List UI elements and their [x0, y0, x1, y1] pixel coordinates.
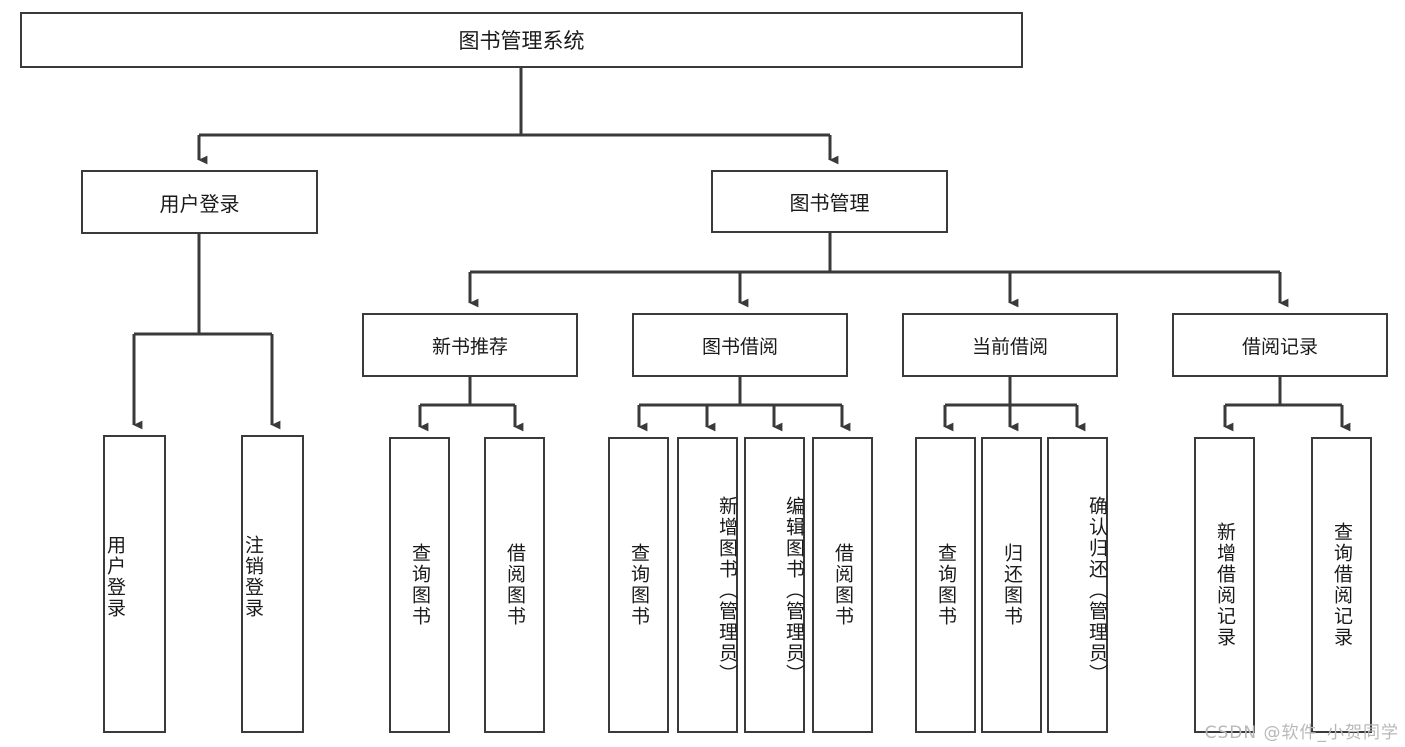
leaf-current-confirm-return-admin[interactable]: 确认归还（管理员）: [1047, 437, 1108, 733]
leaf-borrow-edit-book-admin[interactable]: 编辑图书（管理员）: [744, 437, 805, 733]
leaf-recommend-query-book[interactable]: 查询图书: [389, 437, 450, 733]
leaf-user-logout[interactable]: 注销登录: [241, 435, 304, 733]
leaf-label: 查询图书: [935, 543, 957, 627]
node-root-system[interactable]: 图书管理系统: [20, 12, 1023, 68]
leaf-current-query-book[interactable]: 查询图书: [915, 437, 976, 733]
leaf-label: 查询图书: [409, 543, 431, 627]
csdn-watermark: CSDN @软件_小贺同学: [1204, 723, 1399, 743]
node-label: 借阅记录: [1241, 335, 1318, 358]
leaf-current-return-book[interactable]: 归还图书: [981, 437, 1042, 733]
leaf-label: 归还图书: [1001, 543, 1023, 627]
leaf-record-query-borrow-record[interactable]: 查询借阅记录: [1311, 437, 1372, 733]
leaf-label: 确认归还（管理员）: [1086, 495, 1108, 685]
node-label: 当前借阅: [971, 335, 1048, 358]
leaf-recommend-borrow-book[interactable]: 借阅图书: [484, 437, 545, 733]
leaf-label: 查询图书: [628, 543, 650, 627]
node-label: 新书推荐: [431, 335, 508, 358]
leaf-label: 查询借阅记录: [1331, 522, 1353, 648]
leaf-label: 新增借阅记录: [1214, 522, 1236, 648]
leaf-record-add-borrow-record[interactable]: 新增借阅记录: [1194, 437, 1255, 733]
leaf-borrow-add-book-admin[interactable]: 新增图书（管理员）: [677, 437, 738, 733]
node-user-login[interactable]: 用户登录: [81, 170, 318, 234]
node-label: 图书管理: [789, 191, 870, 215]
node-new-book-recommend[interactable]: 新书推荐: [362, 313, 578, 377]
node-book-borrow[interactable]: 图书借阅: [632, 313, 848, 377]
leaf-label: 借阅图书: [504, 543, 526, 627]
node-borrow-record[interactable]: 借阅记录: [1172, 313, 1388, 377]
leaf-label: 用户登录: [104, 535, 126, 619]
node-label: 图书借阅: [701, 335, 778, 358]
node-label: 图书管理系统: [458, 29, 585, 53]
node-book-management[interactable]: 图书管理: [711, 170, 948, 233]
node-label: 用户登录: [159, 191, 240, 216]
node-current-borrow[interactable]: 当前借阅: [902, 313, 1118, 377]
leaf-label: 编辑图书（管理员）: [783, 495, 805, 685]
leaf-borrow-borrow-book[interactable]: 借阅图书: [812, 437, 873, 733]
leaf-label: 注销登录: [242, 535, 264, 619]
leaf-borrow-query-book[interactable]: 查询图书: [608, 437, 669, 733]
leaf-label: 新增图书（管理员）: [716, 495, 738, 685]
leaf-user-login[interactable]: 用户登录: [103, 435, 166, 733]
leaf-label: 借阅图书: [832, 543, 854, 627]
